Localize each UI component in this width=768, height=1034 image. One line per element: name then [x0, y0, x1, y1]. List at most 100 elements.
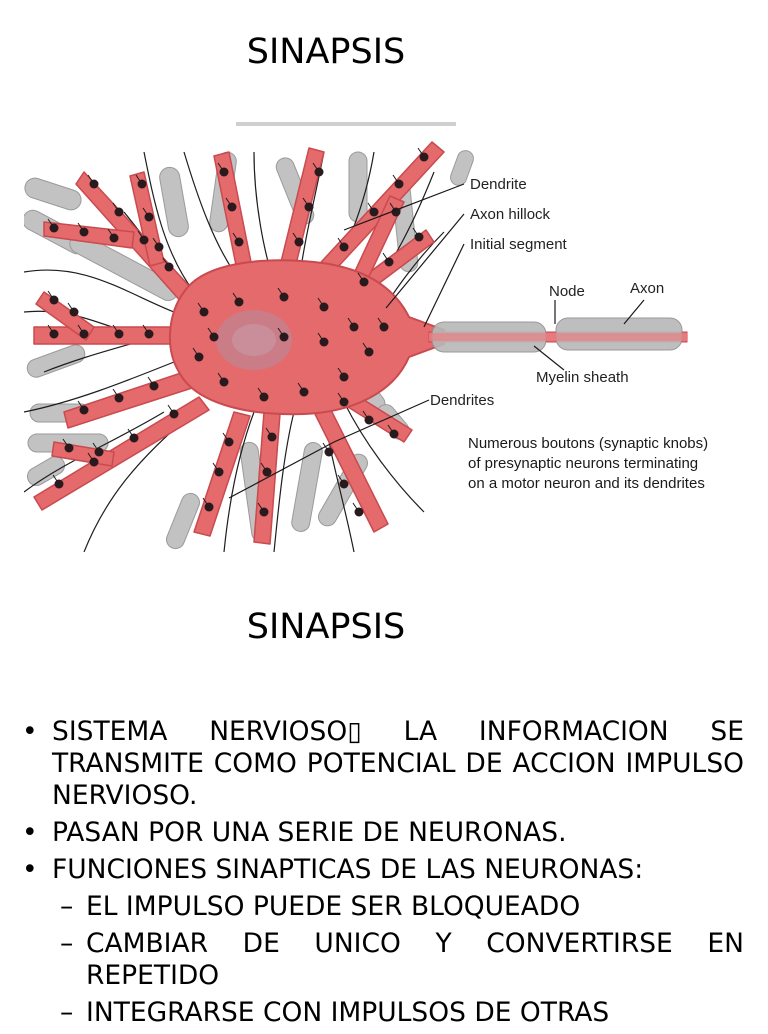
bouton-stalk	[162, 257, 170, 268]
bouton-stalk	[142, 207, 150, 218]
bouton-stalk	[197, 302, 205, 313]
bullet-text: FUNCIONES SINAPTICAS DE LAS NEURONAS:	[52, 854, 644, 885]
bouton-stalk	[277, 287, 285, 298]
dash-glyph: –	[60, 997, 74, 1028]
bouton-stalk	[292, 232, 300, 243]
slide-title: SINAPSIS	[246, 607, 406, 647]
label-axon: Axon	[630, 280, 664, 297]
bullet-glyph: •	[22, 817, 38, 848]
bouton-stalk	[232, 232, 240, 243]
bouton-stalk	[147, 376, 155, 387]
bouton-stalk	[225, 197, 233, 208]
bouton-stalk	[77, 222, 85, 233]
bullet-text: PASAN POR UNA SERIE DE NEURONAS.	[52, 817, 567, 848]
bouton-stalk	[87, 174, 95, 185]
figure-caption-line: of presynaptic neurons terminating	[468, 455, 698, 472]
bouton-stalk	[297, 382, 305, 393]
bouton-stalk	[357, 272, 365, 283]
bouton-stalk	[107, 228, 115, 239]
sub-bullet-text: CAMBIAR DE UNICO Y CONVERTIRSE EN REPETI…	[86, 928, 744, 991]
bouton	[139, 235, 149, 245]
bullet-item: • FUNCIONES SINAPTICAS DE LAS NEURONAS:	[22, 854, 744, 886]
bouton-stalk	[67, 302, 75, 313]
bouton-stalk	[362, 342, 370, 353]
bouton-stalk	[47, 290, 55, 301]
bouton-stalk	[277, 327, 285, 338]
bouton-stalk	[52, 474, 60, 485]
bouton-stalk	[367, 202, 375, 213]
bullet-list: • SISTEMA NERVIOSO▯ LA INFORMACION SE TR…	[0, 716, 768, 1034]
bouton-stalk	[222, 432, 230, 443]
bouton-stalk	[347, 317, 355, 328]
bouton-stalk	[232, 292, 240, 303]
bullet-glyph: •	[22, 716, 38, 747]
bouton-stalk	[135, 174, 143, 185]
bouton-stalk	[417, 147, 425, 158]
bouton-stalk	[77, 400, 85, 411]
axon	[428, 317, 688, 353]
bouton-stalk	[207, 327, 215, 338]
bouton-stalk	[302, 197, 310, 208]
figure-caption-line: on a motor neuron and its dendrites	[468, 475, 705, 492]
bouton-stalk	[112, 202, 120, 213]
bouton-stalk	[377, 317, 385, 328]
sub-bullet-text: EL IMPULSO PUEDE SER BLOQUEADO	[86, 891, 581, 922]
bouton-stalk	[217, 162, 225, 173]
bouton-stalk	[257, 387, 265, 398]
bouton-stalk	[112, 388, 120, 399]
bouton-stalk	[312, 162, 320, 173]
bouton-stalk	[127, 428, 135, 439]
bullet-item: • PASAN POR UNA SERIE DE NEURONAS.	[22, 817, 744, 849]
bullet-item: • SISTEMA NERVIOSO▯ LA INFORMACION SE TR…	[22, 716, 744, 812]
label-myelin-sheath: Myelin sheath	[536, 369, 629, 386]
bouton-stalk	[337, 474, 345, 485]
label-dendrite: Dendrite	[470, 176, 527, 193]
bouton-stalk	[322, 442, 330, 453]
label-axon-hillock: Axon hillock	[470, 206, 551, 223]
label-dendrites: Dendrites	[430, 392, 494, 409]
neuron-illustration: Dendrite Axon hillock Initial segment No…	[24, 122, 708, 552]
figure-caption-line: Numerous boutons (synaptic knobs)	[468, 435, 708, 452]
synaptic-boutons	[47, 147, 429, 517]
label-node: Node	[549, 283, 585, 300]
dash-glyph: –	[60, 891, 74, 922]
bullet-text: SISTEMA NERVIOSO▯ LA INFORMACION SE TRAN…	[52, 716, 744, 811]
bouton-stalk	[152, 237, 160, 248]
bouton-stalk	[112, 324, 120, 335]
bouton-stalk	[92, 442, 100, 453]
bouton-stalk	[212, 462, 220, 473]
bouton-stalk	[260, 462, 268, 473]
sub-bullet-item: – INTEGRARSE CON IMPULSOS DE OTRAS	[60, 997, 744, 1029]
cropped-text-fragment	[236, 122, 456, 126]
sub-bullet-item: – CAMBIAR DE UNICO Y CONVERTIRSE EN REPE…	[60, 928, 744, 992]
bullet-glyph: •	[22, 854, 38, 885]
bouton-stalk	[192, 347, 200, 358]
sub-bullet-text: INTEGRARSE CON IMPULSOS DE OTRAS	[86, 997, 610, 1028]
bouton-stalk	[62, 438, 70, 449]
bouton-stalk	[337, 237, 345, 248]
bouton-stalk	[362, 410, 370, 421]
sub-bullet-item: – EL IMPULSO PUEDE SER BLOQUEADO	[60, 891, 744, 923]
neuron-figure: Dendrite Axon hillock Initial segment No…	[24, 112, 724, 552]
bouton-stalk	[77, 324, 85, 335]
nucleolus	[232, 324, 276, 356]
bouton-stalk	[317, 297, 325, 308]
bouton-stalk	[142, 324, 150, 335]
bouton-stalk	[47, 324, 55, 335]
bouton-stalk	[337, 392, 345, 403]
bouton-stalk	[47, 218, 55, 229]
bouton-stalk	[412, 227, 420, 238]
bouton-stalk	[87, 452, 95, 463]
bouton-stalk	[167, 404, 175, 415]
bouton-stalk	[337, 367, 345, 378]
bouton-stalk	[217, 372, 225, 383]
bouton-stalk	[257, 502, 265, 513]
leader-lines	[228, 183, 645, 499]
bouton-stalk	[202, 497, 210, 508]
bouton-stalk	[137, 230, 145, 241]
bouton-stalk	[382, 252, 390, 263]
slide-title: SINAPSIS	[246, 32, 406, 72]
bouton-stalk	[392, 174, 400, 185]
dash-glyph: –	[60, 928, 74, 959]
bouton-stalk	[352, 502, 360, 513]
